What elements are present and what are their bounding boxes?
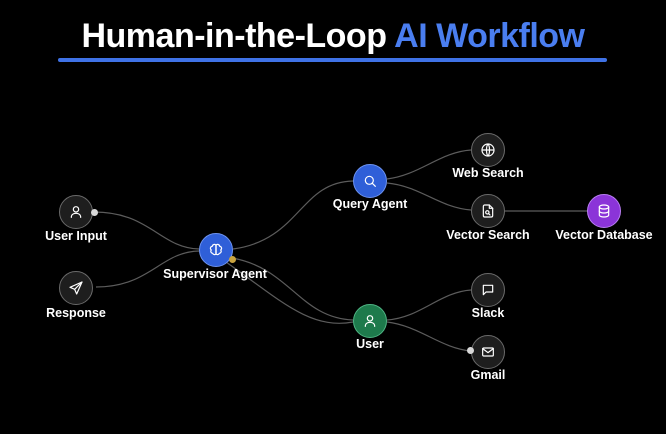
send-icon [69,281,83,295]
node-user-input[interactable] [59,195,93,229]
port-user-input [91,209,98,216]
node-response[interactable] [59,271,93,305]
node-vector-search[interactable] [471,194,505,228]
globe-icon [481,143,495,157]
label-response: Response [46,306,106,320]
title-accent: AI Workflow [394,17,585,55]
brain-icon [209,243,223,256]
file-search-icon [482,204,494,218]
port-supervisor [229,256,236,263]
page-title: Human-in-the-Loop AI Workflow [81,14,585,58]
node-gmail[interactable] [471,335,505,369]
title-container: Human-in-the-Loop AI Workflow [0,14,666,58]
node-query-agent[interactable] [353,164,387,198]
port-gmail [467,347,474,354]
label-query-agent: Query Agent [332,197,408,211]
edge-userinput-supervisor [93,211,200,250]
edge-supervisor-user-b [225,261,354,324]
edge-response-supervisor [95,250,200,288]
edge-query-vector [386,182,472,211]
label-user-input: User Input [45,229,107,243]
label-user: User [356,337,384,351]
title-underline [58,58,607,62]
label-vector-search: Vector Search [446,228,530,242]
user-icon [70,206,82,218]
label-slack: Slack [471,306,505,320]
edge-supervisor-user-a [231,257,354,321]
title-main: Human-in-the-Loop [81,17,387,55]
node-vector-database[interactable] [587,194,621,228]
search-icon [364,175,376,187]
label-web-search: Web Search [452,166,524,180]
edge-user-slack [386,289,472,321]
node-web-search[interactable] [471,133,505,167]
edge-supervisor-query [232,180,354,250]
label-gmail: Gmail [470,368,506,382]
database-icon [598,204,610,218]
label-vector-database: Vector Database [555,228,653,242]
label-supervisor-agent: Supervisor Agent [163,267,267,281]
user-icon [364,315,376,327]
edge-user-gmail [386,321,472,352]
mail-icon [482,347,494,357]
edge-query-web [386,149,472,180]
node-slack[interactable] [471,273,505,307]
node-user[interactable] [353,304,387,338]
message-icon [482,284,494,296]
node-supervisor-agent[interactable] [199,233,233,267]
